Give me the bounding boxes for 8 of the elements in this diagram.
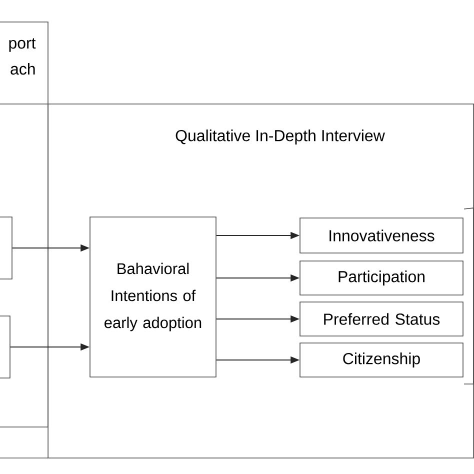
category-box: Citizenship — [300, 342, 464, 378]
panel: port ach — [0, 22, 48, 428]
category-box: Preferred Status — [300, 302, 464, 336]
category-box: Participation — [300, 260, 464, 296]
category-box: Innovativeness — [300, 218, 464, 254]
process-box — [0, 316, 10, 378]
process-box: Bahavioral Intentions of early adoption — [90, 216, 216, 378]
process-box — [0, 216, 12, 280]
